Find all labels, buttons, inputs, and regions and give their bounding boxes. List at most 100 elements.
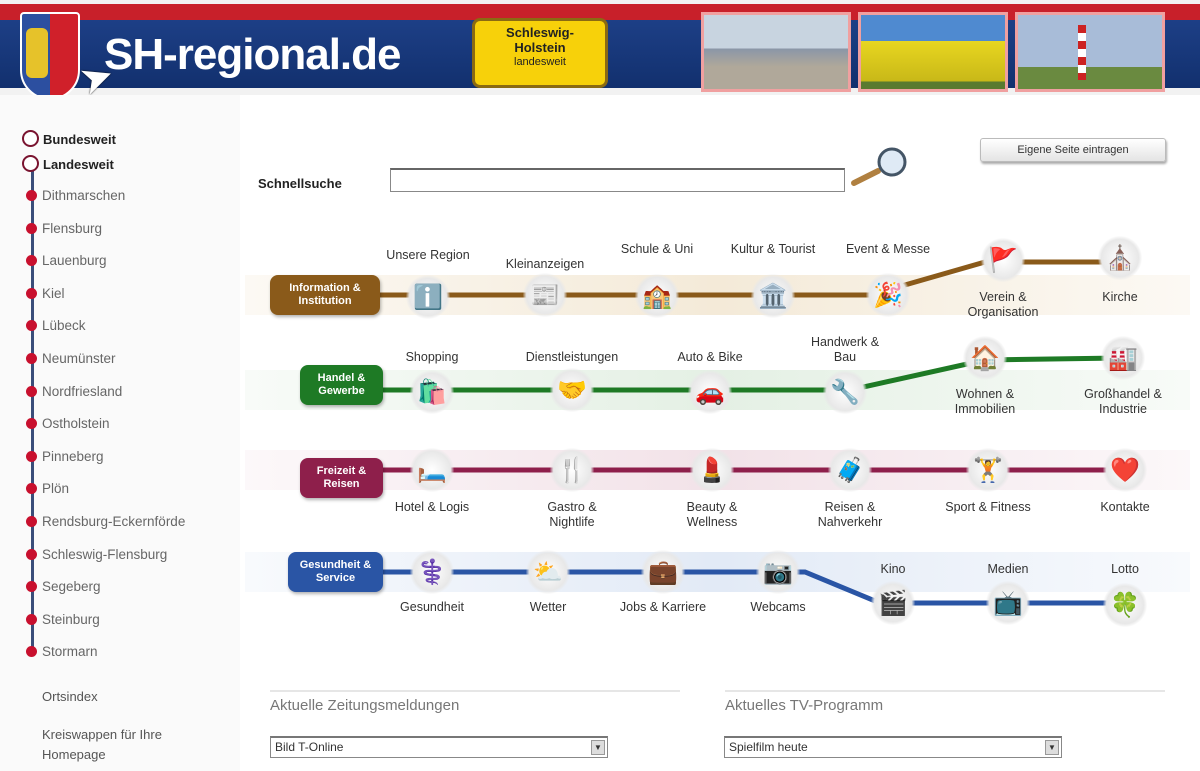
nav-label: Bundesweit <box>43 132 116 147</box>
category-label[interactable]: Gastro & Nightlife <box>547 500 597 529</box>
category-icon[interactable]: ❤️ <box>1103 448 1147 492</box>
category-icon[interactable]: 🛏️ <box>410 448 454 492</box>
add-own-page-button[interactable]: Eigene Seite eintragen <box>980 138 1166 162</box>
news-title: Aktuelle Zeitungsmeldungen <box>270 697 460 714</box>
sidebar-item-district[interactable]: Segeberg <box>26 579 101 594</box>
category-icon[interactable]: 🧳 <box>828 448 872 492</box>
sidebar-item-district[interactable]: Rendsburg-Eckernförde <box>26 514 185 529</box>
category-label[interactable]: Sport & Fitness <box>945 500 1031 514</box>
bullet-icon <box>26 516 37 527</box>
category-label[interactable]: Unsere Region <box>386 248 470 262</box>
sidebar-item-district[interactable]: Ostholstein <box>26 416 110 431</box>
sign-subline: landesweit <box>514 56 566 68</box>
category-icon[interactable]: 🍴 <box>550 448 594 492</box>
ortsindex-link[interactable]: Ortsindex <box>42 689 98 704</box>
rapeseed-field-photo <box>858 12 1008 92</box>
category-label[interactable]: Verein & Organisation <box>967 290 1039 319</box>
nav-landesweit[interactable]: Landesweit <box>22 155 114 172</box>
category-label[interactable]: Kontakte <box>1100 500 1150 514</box>
tv-section: Aktuelles TV-Programm <box>725 690 1165 714</box>
sidebar-item-district[interactable]: Plön <box>26 481 69 496</box>
ring-icon <box>22 155 39 172</box>
category-icon[interactable]: 🏭 <box>1101 336 1145 380</box>
category-button[interactable]: Freizeit & Reisen <box>300 458 383 498</box>
category-icon[interactable]: 🏠 <box>963 336 1007 380</box>
sidebar-item-district[interactable]: Flensburg <box>26 221 102 236</box>
category-label[interactable]: Auto & Bike <box>677 350 743 364</box>
category-icon[interactable]: ⛪ <box>1098 236 1142 280</box>
category-label[interactable]: Kultur & Tourist <box>730 242 816 256</box>
category-label[interactable]: Reisen & Nahverkehr <box>817 500 883 529</box>
category-label[interactable]: Jobs & Karriere <box>619 600 707 614</box>
category-label[interactable]: Event & Messe <box>845 242 931 256</box>
category-label[interactable]: Gesundheit <box>400 600 464 614</box>
category-button[interactable]: Handel & Gewerbe <box>300 365 383 405</box>
sidebar-item-district[interactable]: Nordfriesland <box>26 384 122 399</box>
site-logo[interactable]: SH-regional.de <box>104 30 401 79</box>
category-label[interactable]: Schule & Uni <box>620 242 694 256</box>
bullet-icon <box>26 483 37 495</box>
nav-label: Neumünster <box>42 351 116 366</box>
category-label[interactable]: Dienstleistungen <box>525 350 619 364</box>
dropdown-arrow-icon[interactable]: ▼ <box>591 740 605 755</box>
category-icon[interactable]: 🏋️ <box>966 448 1010 492</box>
news-select-value: Bild T-Online <box>275 740 344 754</box>
search-input[interactable] <box>390 168 845 192</box>
magnifier-icon[interactable] <box>848 145 910 190</box>
category-label[interactable]: Großhandel & Industrie <box>1084 387 1162 416</box>
category-label[interactable]: Lotto <box>1111 562 1139 576</box>
sidebar-item-district[interactable]: Lauenburg <box>26 253 107 268</box>
nav-label: Pinneberg <box>42 448 104 464</box>
sidebar-item-district[interactable]: Dithmarschen <box>26 188 125 203</box>
category-icon[interactable]: 🔧 <box>823 370 867 414</box>
category-label[interactable]: Kino <box>880 562 906 576</box>
category-icon[interactable]: 💼 <box>641 550 685 594</box>
sidebar-item-district[interactable]: Steinburg <box>26 612 100 627</box>
category-label[interactable]: Wetter <box>529 600 567 614</box>
sidebar-item-district[interactable]: Pinneberg <box>26 449 104 464</box>
tv-select[interactable]: Spielfilm heute ▼ <box>724 736 1062 758</box>
category-label[interactable]: Medien <box>987 562 1029 576</box>
tv-select-value: Spielfilm heute <box>729 740 808 754</box>
category-icon[interactable]: 🏫 <box>635 274 679 318</box>
category-label[interactable]: Kirche <box>1102 290 1138 304</box>
sidebar-item-district[interactable]: Kiel <box>26 286 65 301</box>
category-button[interactable]: Information & Institution <box>270 275 380 315</box>
category-label[interactable]: Hotel & Logis <box>394 500 470 514</box>
main-content <box>240 95 1200 771</box>
crest-for-homepage-link[interactable]: Kreiswappen für Ihre Homepage <box>42 727 162 762</box>
category-icon[interactable]: 💄 <box>690 448 734 492</box>
nav-bundesweit[interactable]: Bundesweit <box>22 130 116 147</box>
category-label[interactable]: Beauty & Wellness <box>686 500 738 529</box>
category-icon[interactable]: ℹ️ <box>406 275 450 319</box>
category-icon[interactable]: 🎬 <box>871 581 915 625</box>
sidebar-item-district[interactable]: Schleswig-Flensburg <box>26 547 167 562</box>
category-icon[interactable]: 🎉 <box>866 273 910 317</box>
category-icon[interactable]: ⚕️ <box>410 550 454 594</box>
category-icon[interactable]: 🚗 <box>688 370 732 414</box>
news-select[interactable]: Bild T-Online ▼ <box>270 736 608 758</box>
sidebar-item-district[interactable]: Stormarn <box>26 644 98 659</box>
category-label[interactable]: Webcams <box>750 600 806 614</box>
category-icon[interactable]: 📷 <box>756 550 800 594</box>
category-icon[interactable]: 🏛️ <box>751 274 795 318</box>
category-icon[interactable]: 📺 <box>986 581 1030 625</box>
category-label[interactable]: Wohnen & Immobilien <box>954 387 1016 416</box>
sidebar-item-district[interactable]: Lübeck <box>26 318 86 333</box>
category-button[interactable]: Gesundheit & Service <box>288 552 383 592</box>
category-icon[interactable]: 🤝 <box>550 368 594 412</box>
landesweit-sign-button[interactable]: Schleswig- Holstein landesweit <box>472 18 608 88</box>
category-icon[interactable]: 📰 <box>523 273 567 317</box>
category-label[interactable]: Handwerk & Bau <box>810 335 880 364</box>
category-icon[interactable]: 🛍️ <box>410 370 454 414</box>
sidebar-item-district[interactable]: Neumünster <box>26 351 116 366</box>
category-icon[interactable]: 🚩 <box>981 238 1025 282</box>
dropdown-arrow-icon[interactable]: ▼ <box>1045 740 1059 755</box>
category-icon[interactable]: ⛅ <box>526 550 570 594</box>
nav-label: Kiel <box>42 285 65 301</box>
category-icon[interactable]: 🍀 <box>1103 583 1147 627</box>
sign-line: Schleswig- <box>506 25 574 40</box>
coat-of-arms-logo[interactable] <box>20 12 80 100</box>
category-label[interactable]: Kleinanzeigen <box>505 257 585 271</box>
category-label[interactable]: Shopping <box>405 350 459 364</box>
